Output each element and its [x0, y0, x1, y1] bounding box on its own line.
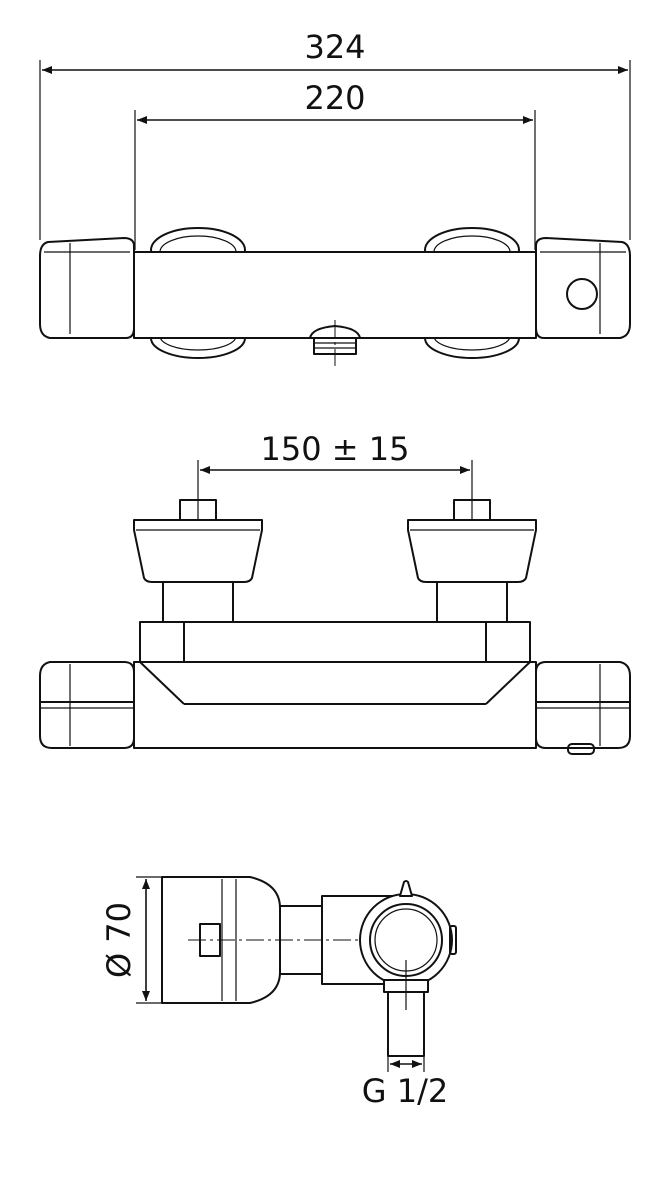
handle-diameter-label: Ø 70: [100, 902, 138, 978]
side-thread-pipe: [383, 960, 429, 1057]
front-left-inlet: [133, 499, 263, 623]
dimension-inlet-spacing: 150 ± 15: [197, 430, 473, 520]
front-right-handle: [535, 661, 631, 749]
thread-size-label: G 1/2: [362, 1072, 448, 1110]
front-left-handle: [39, 661, 135, 749]
top-view: 324 220: [39, 28, 631, 366]
top-right-handle: [535, 237, 631, 339]
top-outlet: [309, 320, 361, 366]
top-left-handle: [39, 237, 135, 339]
dimension-connector-distance: 220: [134, 79, 536, 250]
handle-button-icon: [566, 278, 598, 310]
dimension-thread-size: G 1/2: [362, 1056, 448, 1110]
front-view: 150 ± 15: [39, 430, 631, 755]
inlet-spacing-label: 150 ± 15: [261, 430, 410, 468]
front-right-inlet: [407, 499, 537, 623]
connector-distance-label: 220: [304, 79, 365, 117]
side-view: Ø 70: [100, 876, 457, 1110]
front-outlet-nub: [567, 743, 595, 755]
overall-length-label: 324: [304, 28, 365, 66]
dimension-overall-length: 324: [39, 28, 631, 240]
